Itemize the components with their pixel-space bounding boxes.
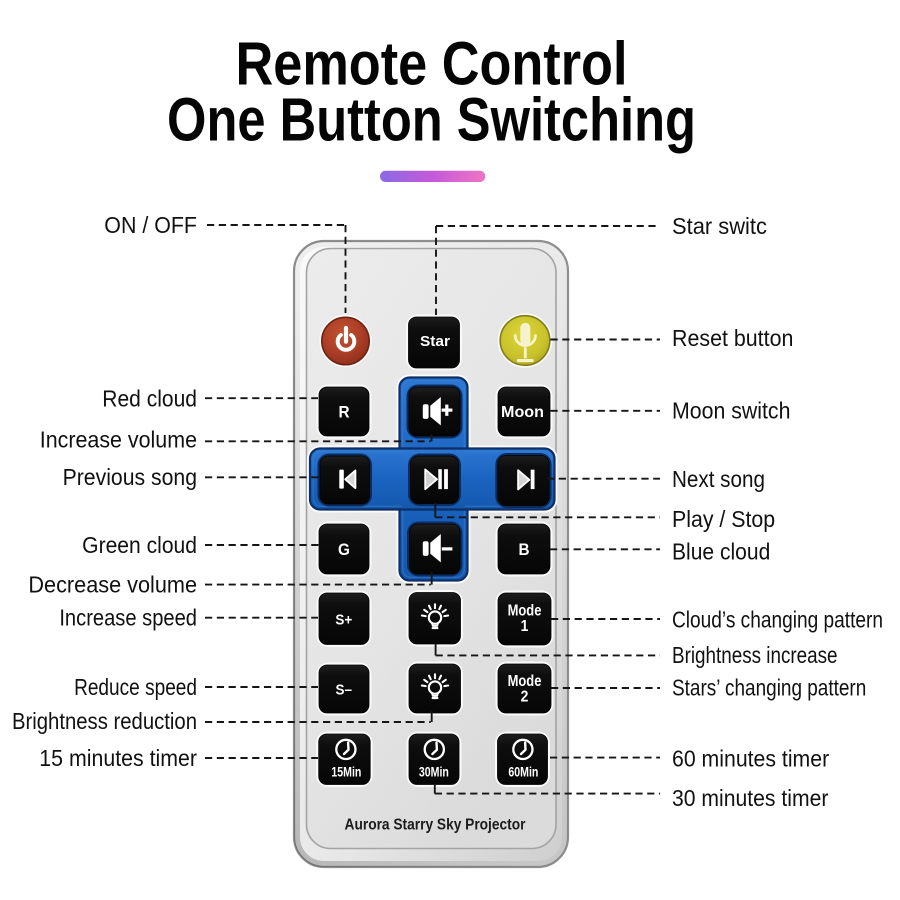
svg-text:Stars’ changing pattern: Stars’ changing pattern [672,675,866,701]
svg-text:Mode: Mode [508,673,542,690]
svg-text:Green cloud: Green cloud [82,532,197,558]
svg-text:Increase volume: Increase volume [40,427,197,453]
svg-text:G: G [338,540,350,559]
svg-text:Increase speed: Increase speed [59,604,197,631]
svg-text:B: B [518,540,529,559]
svg-text:60 minutes timer: 60 minutes timer [672,746,830,772]
svg-text:One Button Switching: One Button Switching [167,85,696,154]
svg-text:Mode: Mode [508,603,542,620]
svg-text:ON / OFF: ON / OFF [104,212,197,238]
svg-text:60Min: 60Min [508,764,538,780]
svg-text:Play / Stop: Play / Stop [672,506,775,532]
svg-text:Moon: Moon [501,404,544,421]
svg-text:2: 2 [521,689,529,706]
svg-text:Reset button: Reset button [672,325,793,351]
svg-text:30Min: 30Min [419,764,449,780]
svg-text:Aurora Starry Sky Projector: Aurora Starry Sky Projector [345,817,526,834]
svg-text:15 minutes timer: 15 minutes timer [39,745,197,771]
svg-text:Previous song: Previous song [63,464,197,490]
svg-text:Red cloud: Red cloud [102,385,197,411]
svg-text:Star: Star [420,333,450,349]
svg-text:1: 1 [521,618,529,635]
svg-text:Star switc: Star switc [672,212,767,239]
svg-text:Brightness reduction: Brightness reduction [12,708,197,735]
svg-text:S–: S– [336,682,353,699]
svg-text:Brightness increase: Brightness increase [672,642,838,668]
svg-text:S+: S+ [335,612,352,629]
svg-text:Moon switch: Moon switch [672,398,790,424]
svg-text:Next song: Next song [672,466,765,493]
svg-text:Cloud’s changing pattern: Cloud’s changing pattern [672,606,883,632]
svg-text:Blue cloud: Blue cloud [672,538,770,564]
svg-text:Remote Control: Remote Control [236,30,628,99]
svg-text:Decrease volume: Decrease volume [28,572,197,598]
svg-text:R: R [338,403,349,422]
svg-text:Reduce speed: Reduce speed [74,674,197,700]
svg-text:30 minutes timer: 30 minutes timer [672,785,829,811]
svg-text:15Min: 15Min [331,764,361,780]
